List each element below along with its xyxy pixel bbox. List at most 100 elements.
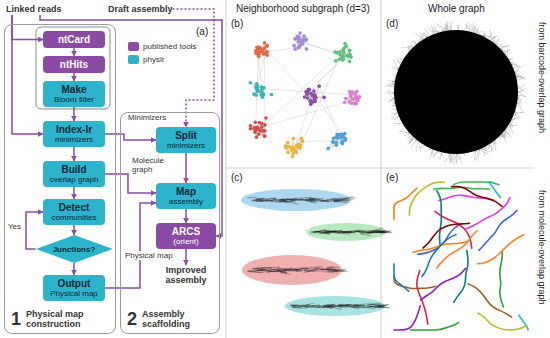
graph-vertex: [291, 155, 295, 159]
blob: [241, 189, 351, 211]
blob-edge: [309, 267, 322, 268]
decision-label: Junctions?: [53, 245, 96, 254]
tool-group-outline: [36, 27, 110, 109]
graph-vertex: [306, 96, 310, 100]
graph-vertex: [317, 84, 321, 88]
blob-edge: [323, 305, 335, 307]
graph-edge: [345, 44, 351, 57]
blob-edge: [351, 307, 359, 309]
graph-edge: [319, 86, 338, 134]
graph-vertex: [349, 101, 353, 105]
graph-vertex: [298, 31, 302, 35]
blob-edge: [256, 267, 265, 268]
blob-edge: [315, 306, 326, 308]
panel-heading: Neighborhood subgraph (d=3): [236, 3, 370, 15]
molecule-strands: [394, 182, 528, 330]
blob: [242, 255, 342, 285]
graph-vertex: [253, 120, 257, 124]
box-title: ntCard: [58, 34, 90, 45]
graph-vertex: [249, 127, 253, 131]
blob-edge: [268, 199, 276, 201]
graph-vertex: [254, 85, 258, 89]
blob-edge: [337, 231, 350, 232]
graph-vertex: [358, 95, 362, 99]
graph-vertex: [265, 54, 269, 58]
edge-label: Yes: [7, 222, 22, 231]
graph-vertex: [253, 131, 257, 135]
graph-vertex: [264, 116, 268, 120]
graph-vertex: [257, 128, 261, 132]
blob-edge: [380, 306, 390, 308]
input-label: Linked reads: [6, 3, 62, 15]
legend-label: published tools: [143, 42, 196, 51]
molecule-strand: [437, 191, 441, 246]
molecule-strand: [478, 235, 524, 264]
graph-vertex: [286, 151, 290, 155]
process-box: OutputPhysical map: [43, 275, 105, 301]
graph-edge: [259, 50, 343, 130]
graph-edge: [290, 138, 302, 146]
blob-edge: [281, 198, 289, 199]
box-title: Build: [62, 164, 87, 175]
graph-vertex: [348, 60, 352, 64]
panel-letter: (e): [386, 172, 398, 184]
blob-edge: [339, 200, 348, 201]
blob-edge: [334, 201, 348, 203]
molecule-strand: [479, 210, 517, 250]
stage-footer: 1Physical map construction: [11, 309, 111, 329]
graph-vertex: [288, 145, 292, 149]
legend-swatch: [128, 55, 139, 64]
flow-arrow: [105, 134, 156, 140]
blob-edge: [304, 269, 309, 270]
graph-edge: [305, 50, 350, 97]
blob-edge: [254, 269, 265, 271]
blob-edge: [360, 234, 370, 236]
box-detail: (orient): [173, 237, 198, 246]
blob-edge: [316, 270, 323, 271]
flow-arrow: [73, 147, 75, 161]
graph-vertex: [263, 123, 267, 127]
panel-letter: (c): [231, 172, 243, 184]
box-detail: assembly: [169, 197, 203, 206]
blob-edge: [334, 270, 339, 272]
blob: [285, 296, 385, 316]
blob-edge: [274, 199, 285, 201]
decision-diamond: Junctions?: [36, 235, 113, 263]
edge-label: Minimizers: [127, 113, 167, 122]
blob-edge: [313, 200, 323, 201]
graph-vertex: [341, 49, 345, 53]
flow-arrow: [73, 73, 75, 81]
blob-edge: [270, 269, 281, 270]
panel-letter: (a): [196, 26, 208, 38]
blob-edge: [378, 230, 387, 232]
graph-vertex: [301, 42, 305, 46]
graph-edge: [300, 44, 345, 149]
graph-vertex: [311, 94, 315, 98]
blob-edge: [253, 200, 259, 201]
graph-vertex: [322, 96, 326, 100]
graph-vertex: [295, 151, 299, 155]
box-title: Map: [176, 186, 196, 197]
blob-edge: [277, 269, 291, 270]
blob-edge: [339, 306, 347, 308]
blob-edge: [338, 304, 343, 306]
blob-edge: [336, 271, 348, 272]
blob-edge: [291, 269, 298, 271]
stage-title: Physical map construction: [26, 309, 111, 329]
graph-vertex: [356, 99, 360, 103]
graph-vertex: [293, 47, 297, 51]
blob-edge: [332, 198, 339, 200]
graph-vertex: [252, 92, 256, 96]
blob-edge: [282, 269, 291, 270]
blob-edge: [327, 267, 339, 269]
graph-edge: [292, 91, 314, 156]
molecule-strand: [423, 223, 469, 248]
blob-edge: [305, 303, 314, 305]
blob-edge: [292, 307, 302, 308]
graph-vertex: [256, 90, 260, 94]
molecule-strand: [466, 198, 510, 229]
flow-arrow: [105, 174, 156, 193]
molecule-strand: [417, 271, 428, 325]
molecule-strand: [410, 323, 458, 330]
graph-vertex: [307, 88, 311, 92]
